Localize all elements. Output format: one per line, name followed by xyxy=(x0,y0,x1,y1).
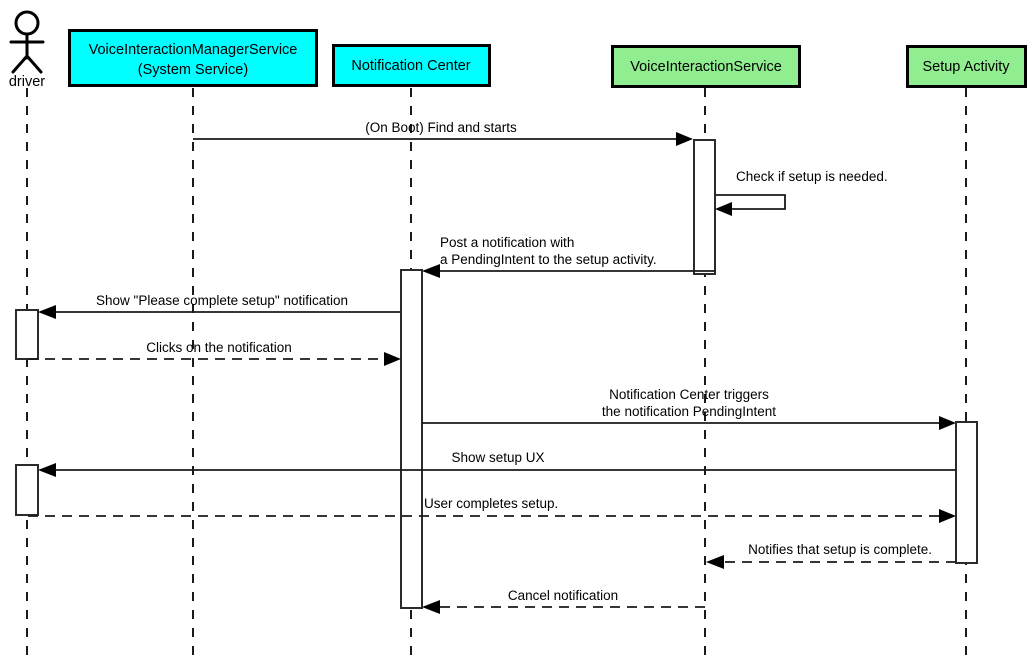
participant-box-notification-center[interactable] xyxy=(332,44,491,87)
message-label: Clicks on the notification xyxy=(146,340,292,355)
message-show-setup-ux[interactable]: Show setup UX xyxy=(38,450,956,477)
message-label: User completes setup. xyxy=(424,496,558,511)
arrowhead-left-icon xyxy=(38,305,56,319)
message-trigger-pendingintent[interactable]: Notification Center triggers the notific… xyxy=(422,387,956,430)
activation-bar-voiceinteractionservice xyxy=(693,139,716,275)
participant-driver[interactable]: driver xyxy=(9,10,45,90)
message-label: (On Boot) Find and starts xyxy=(365,120,517,135)
activations-layer xyxy=(15,139,978,609)
arrowhead-left-icon xyxy=(715,202,732,216)
participant-label-voiceinteractionservice: VoiceInteractionService xyxy=(630,59,782,75)
message-check-setup-needed[interactable]: Check if setup is needed. xyxy=(715,169,888,216)
message-label: Notifies that setup is complete. xyxy=(748,542,932,557)
participant-label-driver: driver xyxy=(9,74,45,90)
message-label: Check if setup is needed. xyxy=(736,169,888,184)
message-label-line2: the notification PendingIntent xyxy=(602,404,776,419)
arrowhead-right-icon xyxy=(676,132,693,146)
actor-leg-right-icon xyxy=(25,54,43,74)
participant-box-setup-activity[interactable] xyxy=(906,45,1027,88)
activation-bar-driver-second xyxy=(15,464,39,516)
message-label: Cancel notification xyxy=(508,588,618,603)
message-cancel-notification[interactable]: Cancel notification xyxy=(422,588,705,614)
message-clicks-notification[interactable]: Clicks on the notification xyxy=(28,340,401,366)
participant-box-vims[interactable] xyxy=(68,29,318,87)
arrowhead-right-icon xyxy=(939,416,956,430)
arrowhead-left-icon xyxy=(422,264,440,278)
arrowhead-right-icon xyxy=(384,352,401,366)
participant-notification-center[interactable]: Notification Center xyxy=(332,44,491,87)
message-on-boot[interactable]: (On Boot) Find and starts xyxy=(193,120,693,146)
message-label: Show setup UX xyxy=(451,450,544,465)
participant-label-vims-line2: (System Service) xyxy=(138,62,248,78)
actor-head-icon xyxy=(14,10,40,36)
participant-label-vims-line1: VoiceInteractionManagerService xyxy=(89,42,298,58)
arrowhead-right-icon xyxy=(939,509,956,523)
activation-bar-setup-activity xyxy=(955,421,978,564)
actor-leg-left-icon xyxy=(11,54,29,74)
message-label-line1: Notification Center triggers xyxy=(609,387,769,402)
participant-label-setup-activity: Setup Activity xyxy=(922,59,1010,75)
activation-bar-notification-center xyxy=(400,269,423,609)
message-self-loop-path xyxy=(715,194,786,210)
message-label-line1: Post a notification with xyxy=(440,235,574,250)
participant-label-notification-center: Notification Center xyxy=(351,58,470,74)
participant-voiceinteractionservice[interactable]: VoiceInteractionService xyxy=(611,45,801,88)
message-label-line2: a PendingIntent to the setup activity. xyxy=(440,252,657,267)
activation-bar-driver-first xyxy=(15,309,39,360)
message-notifies-setup-complete[interactable]: Notifies that setup is complete. xyxy=(706,542,956,569)
participant-box-voiceinteractionservice[interactable] xyxy=(611,45,801,88)
message-post-notification[interactable]: Post a notification with a PendingIntent… xyxy=(422,235,715,278)
arrowhead-left-icon xyxy=(38,463,56,477)
participant-vims[interactable]: VoiceInteractionManagerService (System S… xyxy=(68,29,318,87)
message-user-completes-setup[interactable]: User completes setup. xyxy=(28,496,956,523)
message-label: Show "Please complete setup" notificatio… xyxy=(96,293,348,308)
message-show-notification[interactable]: Show "Please complete setup" notificatio… xyxy=(38,293,401,319)
arrowhead-left-icon xyxy=(422,600,440,614)
arrowhead-left-icon xyxy=(706,555,724,569)
participant-setup-activity[interactable]: Setup Activity xyxy=(906,45,1027,88)
